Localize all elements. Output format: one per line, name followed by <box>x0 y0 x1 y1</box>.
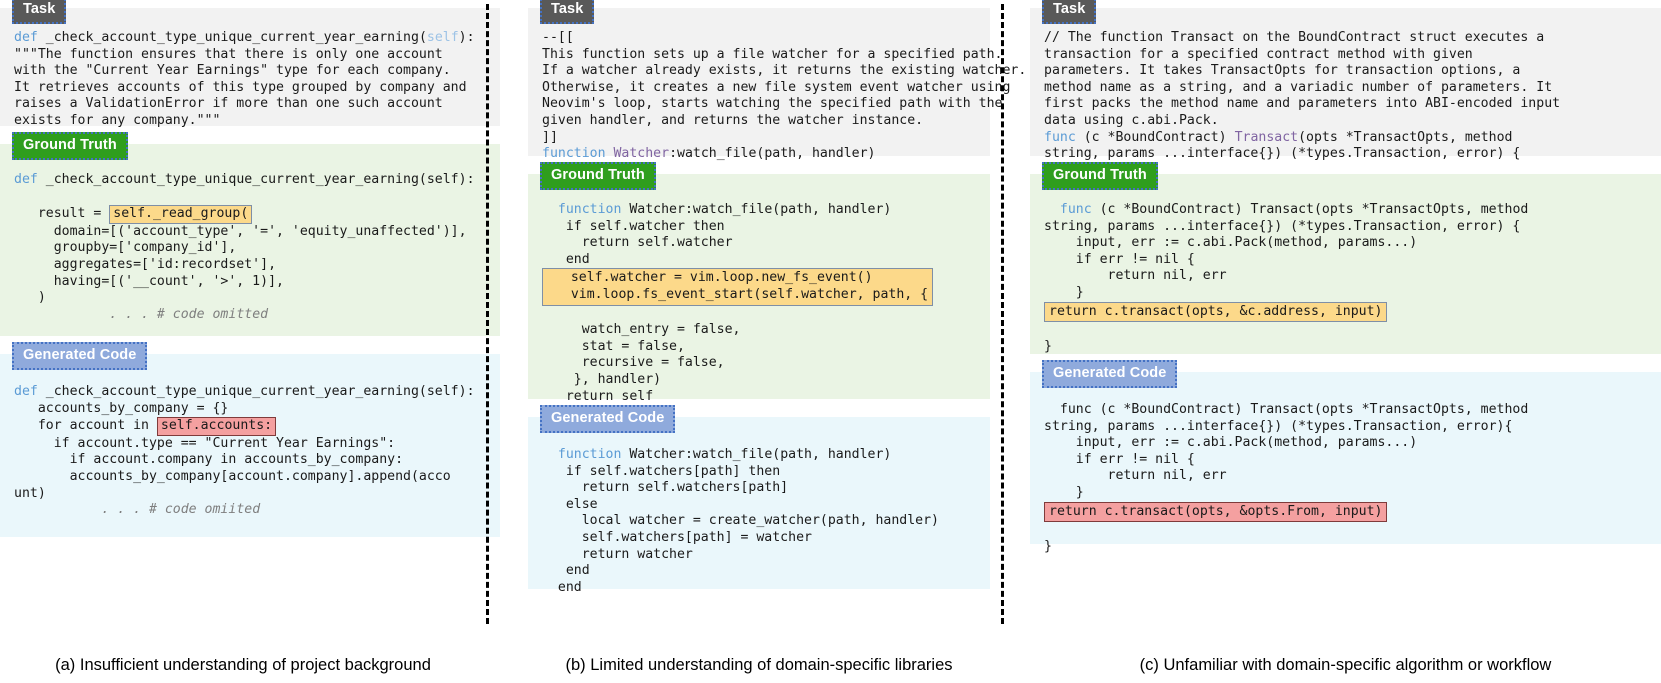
column-b: Task --[[ This function sets up a file w… <box>528 0 1026 683</box>
panel-task-c: Task // The function Transact on the Bou… <box>1030 0 1661 161</box>
panel-ground-truth-b: Ground Truth function Watcher:watch_file… <box>528 162 990 420</box>
panel-ground-truth-c: Ground Truth func (c *BoundContract) Tra… <box>1030 162 1661 354</box>
gt-highlight-b: self.watcher = vim.loop.new_fs_event() v… <box>542 268 934 306</box>
ground-truth-code-c: func (c *BoundContract) Transact(opts *T… <box>1044 202 1529 354</box>
badge-generated-code-c: Generated Code <box>1042 360 1178 388</box>
panel-task-b: Task --[[ This function sets up a file w… <box>528 0 1026 161</box>
generated-code-c: func (c *BoundContract) Transact(opts *T… <box>1044 402 1529 554</box>
column-divider-1 <box>486 4 489 624</box>
panel-generated-code-a: Generated Code def _check_account_type_u… <box>0 342 500 537</box>
badge-ground-truth-c: Ground Truth <box>1042 162 1158 190</box>
gt-highlight-c: return c.transact(opts, &c.address, inpu… <box>1044 301 1388 323</box>
caption-b: (b) Limited understanding of domain-spec… <box>565 656 953 674</box>
gen-highlight-c: return c.transact(opts, &opts.From, inpu… <box>1044 501 1388 523</box>
column-c: Task // The function Transact on the Bou… <box>1030 0 1661 683</box>
caption-a: (a) Insufficient understanding of projec… <box>55 656 431 674</box>
badge-ground-truth-b: Ground Truth <box>540 162 656 190</box>
column-a: Task def _check_account_type_unique_curr… <box>0 0 500 683</box>
task-code-b: --[[ This function sets up a file watche… <box>542 30 1027 162</box>
gen-highlight-a: self.accounts: <box>156 417 277 436</box>
panel-ground-truth-a: Ground Truth def _check_account_type_uni… <box>0 132 500 336</box>
badge-task-b: Task <box>540 0 595 24</box>
generated-code-a: def _check_account_type_unique_current_y… <box>14 384 475 518</box>
gt-highlight-a: self._read_group( <box>109 205 253 224</box>
badge-generated-code-a: Generated Code <box>12 342 148 370</box>
panel-generated-code-c: Generated Code func (c *BoundContract) T… <box>1030 360 1661 554</box>
badge-task-c: Task <box>1042 0 1097 24</box>
task-code-c: // The function Transact on the BoundCon… <box>1044 30 1561 162</box>
ground-truth-code-b: function Watcher:watch_file(path, handle… <box>542 196 982 422</box>
column-divider-2 <box>1001 4 1004 624</box>
generated-code-b: function Watcher:watch_file(path, handle… <box>557 447 939 595</box>
task-code-a: def _check_account_type_unique_current_y… <box>14 30 475 128</box>
badge-generated-code-b: Generated Code <box>540 405 676 433</box>
caption-c: (c) Unfamiliar with domain-specific algo… <box>1139 656 1552 674</box>
panel-generated-code-b: Generated Code function Watcher:watch_fi… <box>528 405 990 595</box>
panel-task-a: Task def _check_account_type_unique_curr… <box>0 0 500 128</box>
badge-ground-truth-a: Ground Truth <box>12 132 128 160</box>
ground-truth-code-a: def _check_account_type_unique_current_y… <box>14 172 475 322</box>
badge-task-a: Task <box>12 0 67 24</box>
